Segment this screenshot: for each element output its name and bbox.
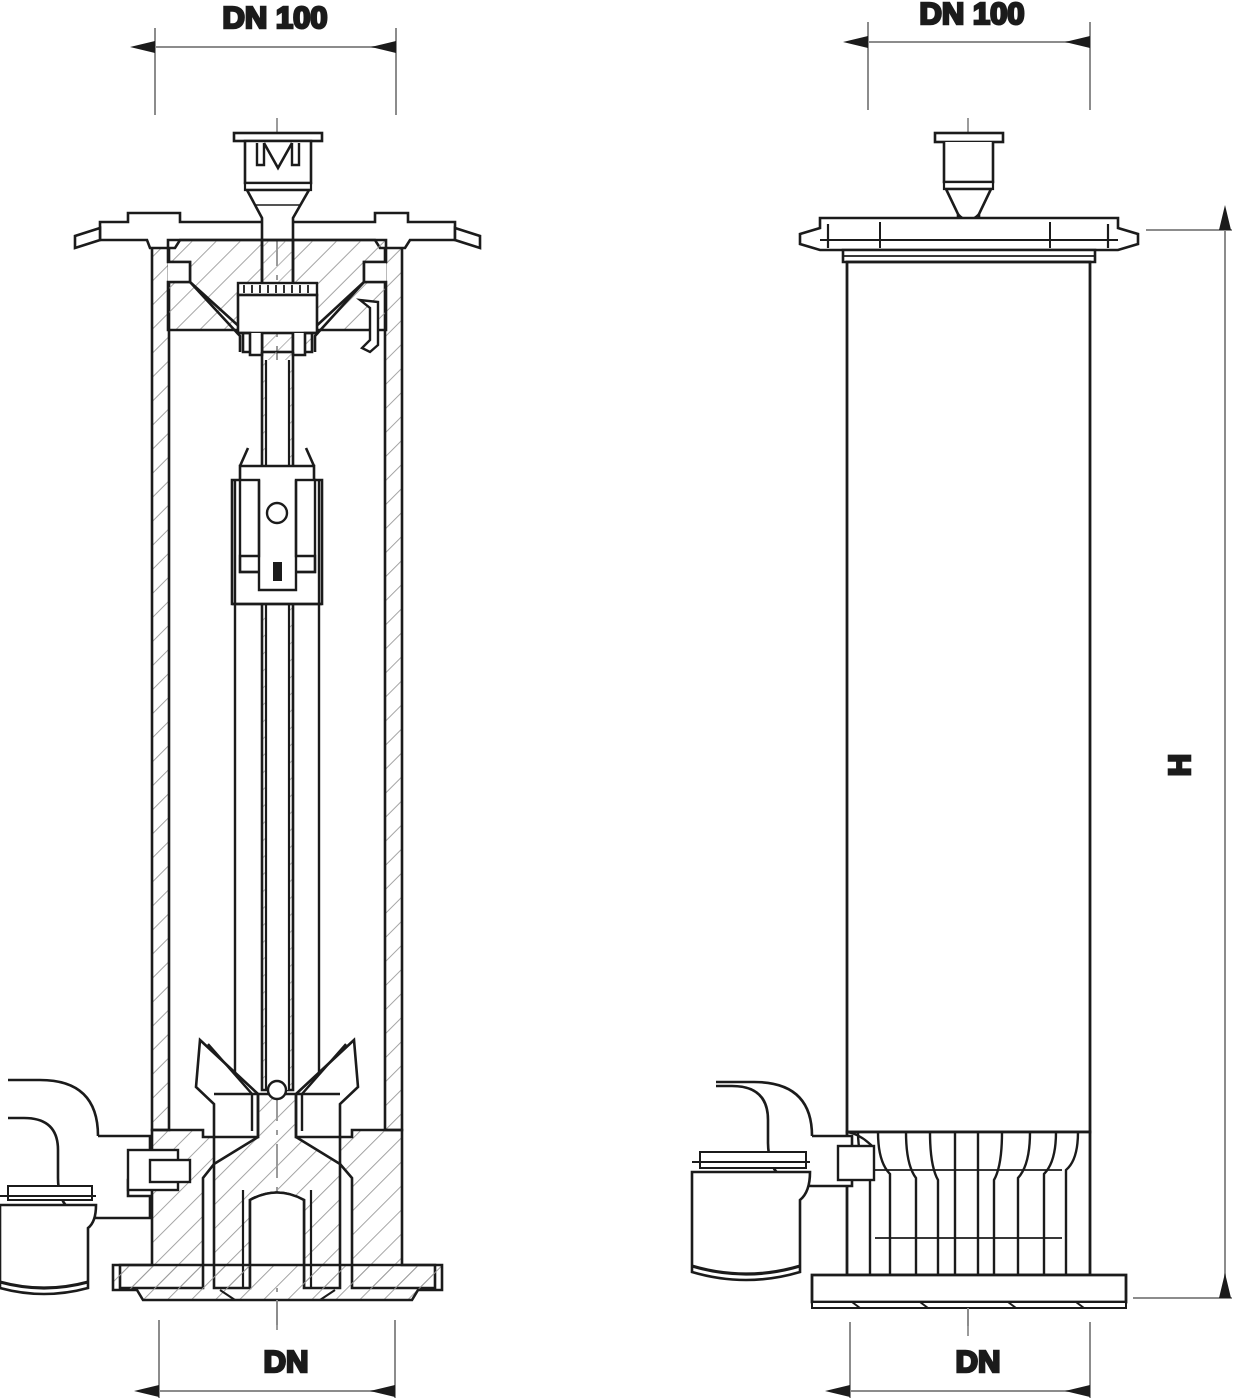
drain-elbow-pipe-section bbox=[0, 1078, 192, 1296]
ribbed-base-shoe-elevation bbox=[810, 1130, 1128, 1309]
dim-label-top-right: DN 100 bbox=[919, 0, 1024, 31]
valve-spindle-section bbox=[230, 238, 324, 1092]
dimension-top-right bbox=[843, 22, 1091, 110]
standpipe-barrel-elevation bbox=[845, 260, 1092, 1134]
dimension-top-left bbox=[130, 28, 397, 115]
base-flange-section bbox=[111, 1079, 444, 1302]
dim-label-bottom-right: DN bbox=[956, 1344, 1001, 1379]
drain-elbow-pipe-elevation bbox=[690, 1080, 876, 1282]
top-flange-elevation bbox=[798, 216, 1140, 264]
standpipe-barrel-section bbox=[150, 238, 404, 1132]
operating-nut-section bbox=[232, 131, 324, 242]
dimension-bottom-left bbox=[134, 1300, 396, 1398]
section-view bbox=[0, 118, 482, 1330]
dim-label-top-left: DN 100 bbox=[222, 0, 327, 35]
dim-label-height: H bbox=[1162, 754, 1197, 776]
dimension-height bbox=[1133, 205, 1232, 1299]
elevation-view bbox=[690, 118, 1140, 1336]
dimension-bottom-right bbox=[825, 1308, 1091, 1398]
dim-label-bottom-left: DN bbox=[264, 1344, 309, 1379]
